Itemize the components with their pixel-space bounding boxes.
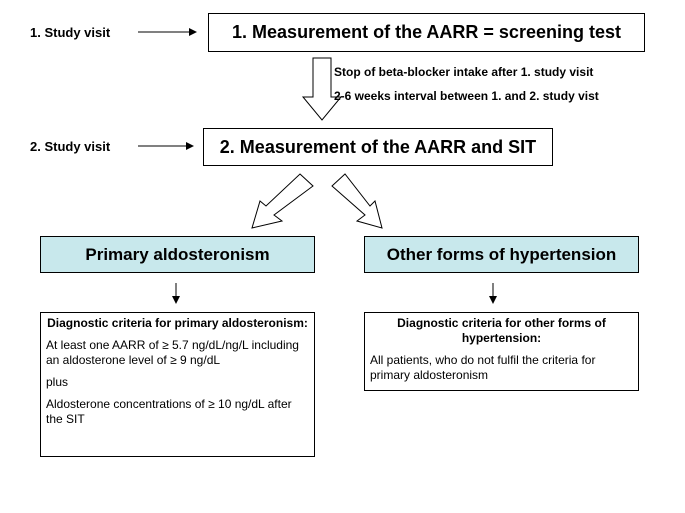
- study-visit-1-label: 1. Study visit: [30, 25, 111, 40]
- diagonal-left-block-arrow: [251, 173, 314, 229]
- primary-criteria-aarr: At least one AARR of ≥ 5.7 ng/dL/ng/L in…: [46, 338, 299, 367]
- beta-blocker-note: Stop of beta-blocker intake after 1. stu…: [334, 65, 594, 79]
- screening-test-box: 1. Measurement of the AARR = screening t…: [208, 13, 645, 52]
- other-criteria-box: Diagnostic criteria for other forms of h…: [364, 312, 639, 391]
- down-block-arrow: [301, 57, 343, 121]
- other-hypertension-box: Other forms of hypertension: [364, 236, 639, 273]
- aarr-sit-box: 2. Measurement of the AARR and SIT: [203, 128, 553, 166]
- interval-note: 2-6 weeks interval between 1. and 2. stu…: [334, 89, 599, 103]
- primary-criteria-sit: Aldosterone concentrations of ≥ 10 ng/dL…: [46, 397, 292, 426]
- primary-criteria-box: Diagnostic criteria for primary aldoster…: [40, 312, 315, 457]
- primary-aldosteronism-box: Primary aldosteronism: [40, 236, 315, 273]
- diagonal-right-block-arrow: [331, 173, 383, 229]
- primary-criteria-plus: plus: [46, 375, 69, 389]
- study-visit-2-label: 2. Study visit: [30, 139, 111, 154]
- other-criteria-text: All patients, who do not fulfil the crit…: [370, 353, 596, 382]
- primary-criteria-title: Diagnostic criteria for primary aldoster…: [47, 316, 308, 330]
- other-criteria-title: Diagnostic criteria for other forms of h…: [397, 316, 606, 345]
